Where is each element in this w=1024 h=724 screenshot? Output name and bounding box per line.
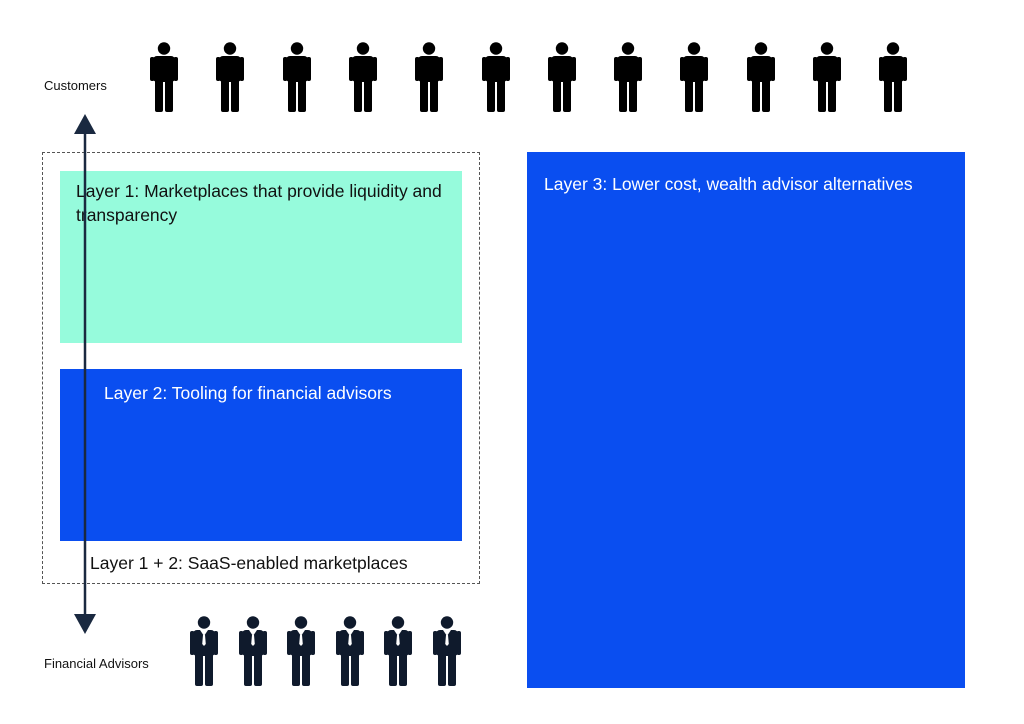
person-icon bbox=[150, 42, 178, 114]
person-icon bbox=[614, 42, 643, 114]
layer1-box: Layer 1: Marketplaces that provide liqui… bbox=[60, 171, 462, 343]
double-arrow-icon bbox=[74, 114, 96, 634]
saas-marketplace-group bbox=[42, 152, 480, 584]
person-icon bbox=[216, 42, 245, 114]
person-icon bbox=[282, 42, 311, 114]
person-icon bbox=[415, 42, 444, 114]
person-icon bbox=[813, 42, 841, 114]
person-icon bbox=[746, 42, 775, 114]
person-icon bbox=[680, 42, 709, 114]
person-icon bbox=[547, 42, 576, 114]
business-person-icon bbox=[238, 616, 267, 688]
business-person-icon bbox=[287, 616, 315, 688]
customers-label: Customers bbox=[44, 78, 107, 93]
layer2-label: Layer 2: Tooling for financial advisors bbox=[104, 383, 392, 403]
layer1-label: Layer 1: Marketplaces that provide liqui… bbox=[76, 181, 442, 225]
layer3-box: Layer 3: Lower cost, wealth advisor alte… bbox=[527, 152, 965, 688]
person-icon bbox=[481, 42, 510, 114]
business-person-icon bbox=[190, 616, 218, 688]
business-person-icon bbox=[432, 616, 461, 688]
layer2-box: Layer 2: Tooling for financial advisors bbox=[60, 369, 462, 541]
business-person-icon bbox=[335, 616, 364, 688]
person-icon bbox=[879, 42, 908, 114]
layer3-label: Layer 3: Lower cost, wealth advisor alte… bbox=[544, 174, 913, 194]
person-icon bbox=[348, 42, 377, 114]
advisors-label: Financial Advisors bbox=[44, 656, 149, 671]
combined-layer-label: Layer 1 + 2: SaaS-enabled marketplaces bbox=[90, 553, 408, 573]
business-person-icon bbox=[384, 616, 412, 688]
